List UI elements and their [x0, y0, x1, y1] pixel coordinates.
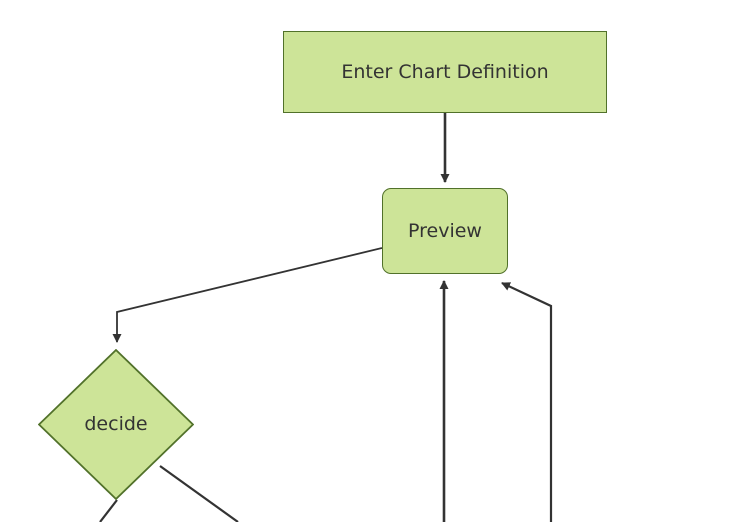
- node-preview[interactable]: Preview: [382, 188, 508, 274]
- edge-decide-bottom-left: [99, 499, 118, 522]
- node-enter-chart-definition[interactable]: Enter Chart Definition: [283, 31, 607, 113]
- edge-bottom-right-to-preview: [501, 282, 553, 522]
- node-label-decide: decide: [84, 413, 148, 436]
- node-label-preview: Preview: [408, 219, 482, 242]
- node-decide[interactable]: decide: [38, 349, 194, 500]
- edge-preview-to-decide: [112, 247, 383, 343]
- diamond-shape-icon: [38, 349, 194, 500]
- edge-decide-bottom-right: [159, 465, 239, 522]
- node-label-enter-chart-definition: Enter Chart Definition: [341, 60, 549, 83]
